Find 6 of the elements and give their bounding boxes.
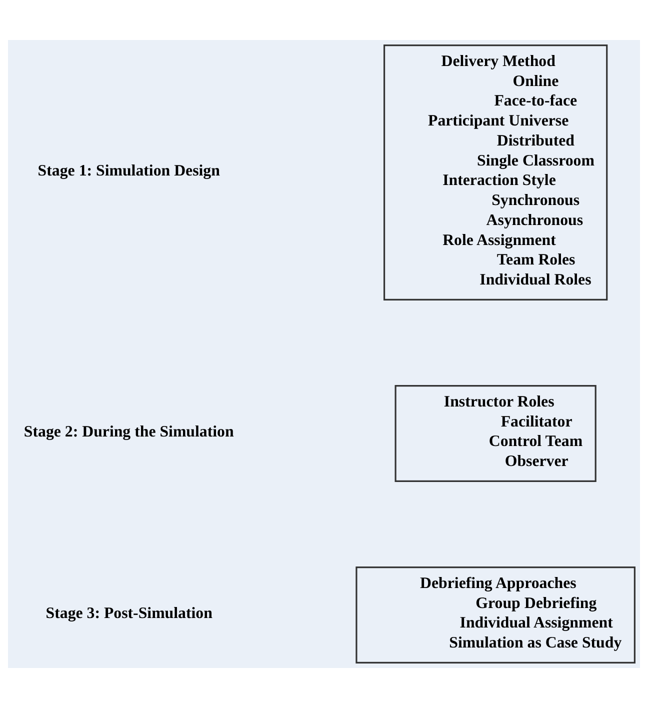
node-box: Delivery Method Online Face-to-face Participant Universe Distributed Single Classroom Interaction Style Synchronous Asynchronous Role Assignment Team Roles Individual Roles [384,44,608,300]
node-box: Instructor Roles Facilitator Control Team Observer [394,385,596,482]
label: Stage 2: During the Simulation [24,423,234,440]
label: Stage 1: Simulation Design [38,162,220,180]
node-box: Debriefing Approaches Group Debriefing Individual Assignment Simulation as Case Study [356,566,636,664]
label: Stage 3: Post-Simulation [46,604,212,622]
